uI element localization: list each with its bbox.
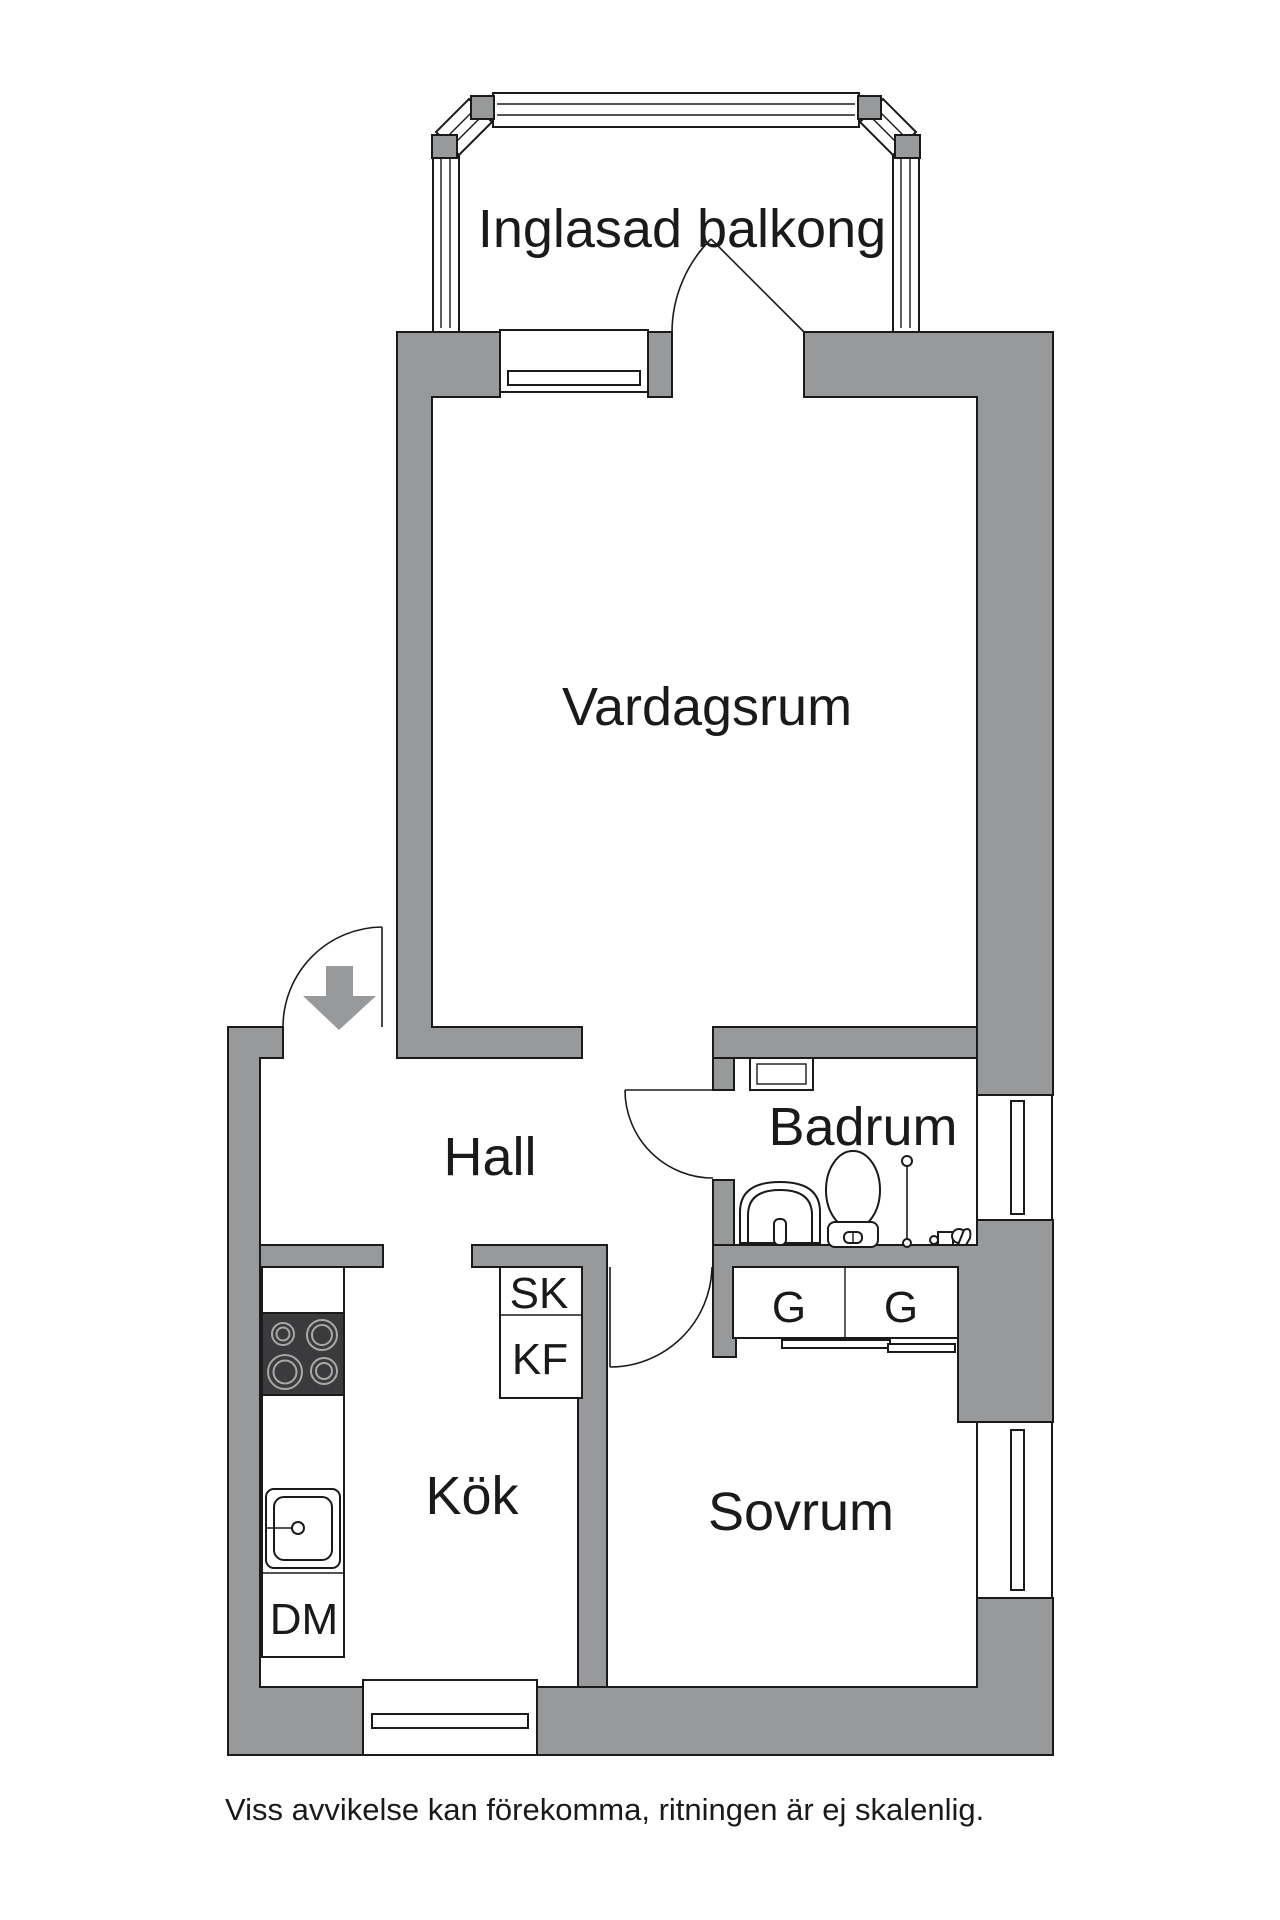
room-labels: Inglasad balkong Vardagsrum Hall Badrum … — [270, 199, 958, 1644]
wall-hall-bottom-left — [259, 1244, 384, 1268]
wall-bathroom-bottom-right-block — [712, 1219, 1054, 1423]
shower-rail-icon — [901, 1155, 913, 1248]
room-label-bathroom: Badrum — [768, 1097, 957, 1157]
room-label-kitchen: Kök — [425, 1466, 519, 1526]
closet-label-sk: SK — [510, 1269, 569, 1318]
wall-bathroom-left-upper — [712, 1057, 735, 1091]
living-room-window-glass — [507, 370, 641, 386]
kitchen-window-glass — [371, 1713, 529, 1729]
stove-icon — [261, 1312, 345, 1396]
toilet-icon — [825, 1150, 881, 1248]
wardrobe-label-g-right: G — [884, 1283, 918, 1332]
room-label-balcony: Inglasad balkong — [478, 199, 886, 259]
entry-door-arc — [282, 926, 383, 1028]
bathroom-fixtures — [739, 1057, 972, 1248]
bathroom-sink-icon — [739, 1180, 821, 1246]
appliance-label-dm: DM — [270, 1595, 338, 1644]
wall-left-living — [396, 331, 583, 1059]
balcony-post — [431, 134, 458, 159]
room-label-hall: Hall — [443, 1127, 536, 1187]
wall-bathroom-top — [712, 1026, 978, 1059]
balcony-post — [857, 95, 882, 120]
wall-left-outer — [227, 1026, 364, 1756]
balcony-glazing — [431, 92, 921, 333]
bathroom-door-arc — [624, 1089, 714, 1179]
balcony-post — [894, 134, 921, 159]
bedroom-door-arc — [609, 1266, 713, 1368]
doors — [282, 238, 805, 1368]
entrance-arrow-icon — [303, 966, 376, 1030]
wall-bottom-right — [536, 1597, 1054, 1756]
kitchen-fixtures — [261, 1266, 345, 1658]
balcony-post — [470, 95, 495, 120]
balcony-door-leaf — [710, 238, 805, 333]
kitchen-sink-icon — [265, 1488, 341, 1569]
balcony-window-right — [892, 154, 920, 333]
closet-sk-kf — [499, 1266, 583, 1399]
disclaimer-text: Viss avvikelse kan förekomma, ritningen … — [225, 1792, 984, 1827]
room-label-bedroom: Sovrum — [708, 1482, 894, 1542]
balcony-door-arc — [671, 238, 712, 333]
wardrobe-label-g-left: G — [772, 1283, 806, 1332]
wardrobe-sliding-rail — [781, 1339, 891, 1349]
windows — [362, 329, 1053, 1756]
mixer-icon — [929, 1228, 972, 1246]
walls — [227, 331, 1054, 1756]
bedroom-window-glass — [1010, 1429, 1025, 1591]
room-label-living-room: Vardagsrum — [562, 677, 852, 737]
wardrobe-sliding-rail — [887, 1343, 956, 1353]
balcony-window-left — [432, 154, 460, 333]
wall-pier-balcony — [647, 331, 673, 398]
washing-machine-icon — [749, 1057, 814, 1091]
closet-label-kf: KF — [512, 1335, 568, 1384]
balcony-window-top — [492, 92, 860, 128]
bathroom-window-glass — [1010, 1100, 1025, 1215]
storage-units — [499, 1266, 959, 1399]
